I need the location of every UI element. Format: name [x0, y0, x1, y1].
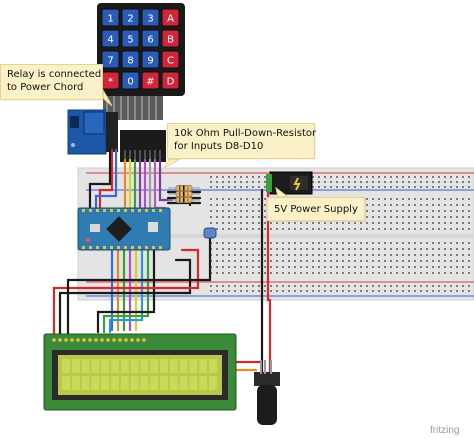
keypad-key-label: 9 — [147, 56, 153, 67]
resistors — [168, 185, 200, 203]
resistor-note-line-1: 10k Ohm Pull-Down-Resistor — [174, 128, 317, 139]
relay-note-line-2: to Power Chord — [7, 82, 84, 93]
pull-down-resistor — [168, 197, 200, 203]
relay-note: Relay is connected to Power Chord — [0, 64, 103, 100]
keypad-key: 4 — [101, 29, 120, 48]
resistor-note-line-2: for Inputs D8-D10 — [174, 141, 264, 152]
keypad-key-label: * — [108, 77, 113, 88]
keypad-header — [120, 130, 166, 162]
pull-down-resistor — [168, 185, 200, 191]
power-supply-note: 5V Power Supply — [267, 197, 365, 221]
keypad-key: 8 — [121, 50, 140, 69]
keypad-key-label: 1 — [107, 14, 113, 25]
relay-note-line-1: Relay is connected — [7, 69, 102, 80]
keypad-key: D — [161, 71, 180, 90]
keypad-key: B — [161, 29, 180, 48]
relay-module — [67, 109, 118, 155]
keypad-key: C — [161, 50, 180, 69]
resistor-note-pointer — [163, 158, 182, 169]
keypad-key: 2 — [121, 8, 140, 27]
keypad-key-label: C — [167, 56, 174, 67]
potentiometer — [254, 360, 280, 425]
keypad-key-label: A — [167, 14, 174, 25]
keypad-key: # — [141, 71, 160, 90]
keypad-key-label: 2 — [127, 14, 133, 25]
keypad-key: 7 — [101, 50, 120, 69]
keypad-key-label: D — [167, 77, 175, 88]
keypad-key-label: 8 — [127, 56, 133, 67]
power-jack — [266, 171, 313, 195]
keypad-key-label: 0 — [127, 77, 133, 88]
keypad-key-label: 7 — [107, 56, 113, 67]
keypad-key-label: # — [146, 77, 154, 88]
keypad-key-label: 4 — [107, 35, 113, 46]
keypad-key: * — [101, 71, 120, 90]
pull-down-resistor — [168, 191, 200, 197]
power-supply-note-text: 5V Power Supply — [274, 204, 358, 215]
capacitor — [203, 227, 217, 239]
keypad-key: A — [161, 8, 180, 27]
keypad: 1 2 3 A 4 5 6 B 7 8 9 C * 0 # D — [97, 3, 185, 120]
keypad-key: 9 — [141, 50, 160, 69]
keypad-key: 5 — [121, 29, 140, 48]
keypad-key-label: 6 — [147, 35, 153, 46]
arduino-pro-mini — [77, 207, 171, 251]
keypad-key-label: B — [167, 35, 174, 46]
keypad-key: 6 — [141, 29, 160, 48]
fritzing-watermark: fritzing — [430, 425, 460, 436]
relay-note-pointer — [102, 88, 113, 107]
keypad-key-label: 5 — [127, 35, 133, 46]
keypad-key: 0 — [121, 71, 140, 90]
keypad-key-label: 3 — [147, 14, 153, 25]
keypad-key: 1 — [101, 8, 120, 27]
resistor-note: 10k Ohm Pull-Down-Resistor for Inputs D8… — [167, 123, 317, 159]
keypad-key: 3 — [141, 8, 160, 27]
lcd-display — [43, 333, 237, 411]
